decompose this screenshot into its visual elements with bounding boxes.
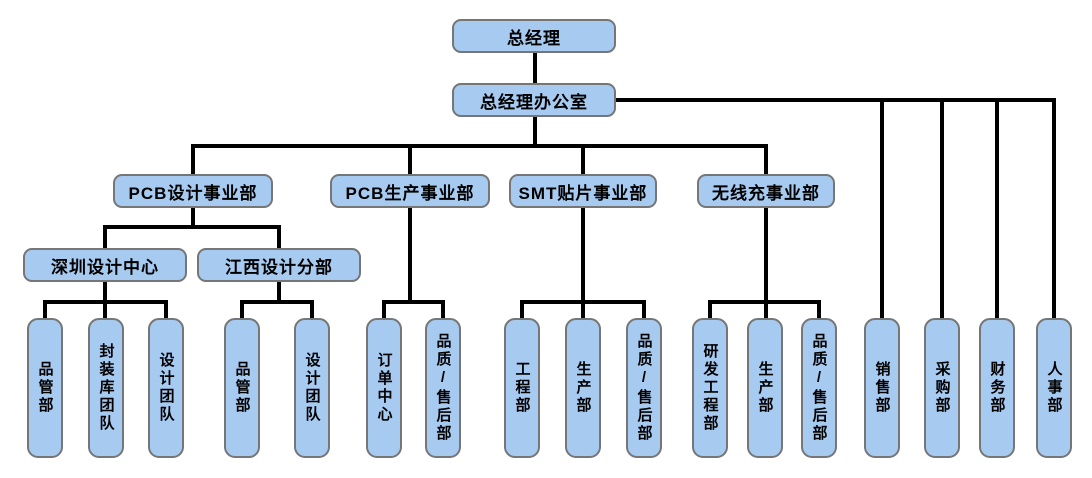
connector-line bbox=[708, 300, 821, 304]
node-pcb-production-bu: PCB生产事业部 bbox=[330, 174, 490, 208]
connector-line bbox=[103, 225, 281, 229]
connector-line bbox=[191, 144, 195, 174]
connector-line bbox=[520, 300, 524, 318]
connector-line bbox=[615, 98, 1056, 102]
node-label: 无线充事业部 bbox=[712, 183, 820, 203]
node-label: 品质/售后部 bbox=[810, 333, 828, 443]
node-smt-bu: SMT贴片事业部 bbox=[509, 174, 657, 208]
connector-line bbox=[43, 300, 168, 304]
connector-line bbox=[581, 208, 585, 318]
node-label: 工程部 bbox=[513, 361, 531, 415]
connector-line bbox=[43, 300, 47, 318]
connector-line bbox=[533, 117, 537, 148]
node-jx-quality-dept: 品管部 bbox=[224, 318, 260, 458]
node-wireless-charging-bu: 无线充事业部 bbox=[697, 174, 835, 208]
connector-line bbox=[1052, 98, 1056, 318]
node-label: 设计团队 bbox=[157, 352, 175, 424]
node-label: 订单中心 bbox=[375, 352, 393, 424]
node-label: 品管部 bbox=[36, 361, 54, 415]
node-general-manager: 总经理 bbox=[452, 19, 616, 53]
node-jx-design-team: 设计团队 bbox=[294, 318, 330, 458]
connector-line bbox=[240, 300, 314, 304]
node-label: 设计团队 bbox=[303, 352, 321, 424]
node-label: 江西设计分部 bbox=[225, 257, 333, 277]
node-smt-engineering-dept: 工程部 bbox=[504, 318, 540, 458]
connector-line bbox=[164, 300, 168, 318]
node-sz-quality-dept: 品管部 bbox=[27, 318, 63, 458]
node-gm-office: 总经理办公室 bbox=[452, 83, 616, 117]
node-smt-quality-aftersales-dept: 品质/售后部 bbox=[626, 318, 662, 458]
connector-line bbox=[764, 144, 768, 174]
connector-line bbox=[191, 144, 768, 148]
node-label: 品质/售后部 bbox=[434, 333, 452, 443]
connector-line bbox=[408, 208, 412, 304]
node-label: PCB设计事业部 bbox=[128, 183, 258, 203]
node-label: 总经理 bbox=[507, 28, 561, 48]
connector-line bbox=[708, 300, 712, 318]
node-sales-dept: 销售部 bbox=[864, 318, 900, 458]
connector-line bbox=[764, 208, 768, 318]
node-wl-production-dept: 生产部 bbox=[747, 318, 783, 458]
node-label: 采购部 bbox=[933, 361, 951, 415]
connector-line bbox=[995, 98, 999, 318]
node-jiangxi-design-branch: 江西设计分部 bbox=[197, 248, 361, 282]
node-label: 总经理办公室 bbox=[480, 92, 588, 112]
node-finance-dept: 财务部 bbox=[979, 318, 1015, 458]
node-label: 封装库团队 bbox=[97, 343, 115, 433]
connector-line bbox=[581, 144, 585, 174]
connector-line bbox=[408, 144, 412, 174]
node-label: 生产部 bbox=[756, 361, 774, 415]
connector-line bbox=[642, 300, 646, 318]
connector-line bbox=[310, 300, 314, 318]
connector-line bbox=[520, 300, 646, 304]
node-label: 财务部 bbox=[988, 361, 1006, 415]
connector-line bbox=[103, 225, 107, 248]
node-label: 深圳设计中心 bbox=[51, 257, 159, 277]
node-label: 生产部 bbox=[574, 361, 592, 415]
node-sz-package-library-team: 封装库团队 bbox=[88, 318, 124, 458]
node-label: PCB生产事业部 bbox=[345, 183, 475, 203]
node-label: 品质/售后部 bbox=[635, 333, 653, 443]
node-label: SMT贴片事业部 bbox=[518, 183, 648, 203]
connector-line bbox=[277, 282, 281, 304]
connector-line bbox=[277, 225, 281, 248]
node-shenzhen-design-center: 深圳设计中心 bbox=[23, 248, 187, 282]
node-hr-dept: 人事部 bbox=[1036, 318, 1072, 458]
node-purchasing-dept: 采购部 bbox=[924, 318, 960, 458]
node-wl-quality-aftersales-dept: 品质/售后部 bbox=[801, 318, 837, 458]
connector-line bbox=[441, 300, 445, 318]
connector-line bbox=[940, 98, 944, 318]
connector-line bbox=[382, 300, 445, 304]
node-label: 人事部 bbox=[1045, 361, 1063, 415]
node-label: 销售部 bbox=[873, 361, 891, 415]
connector-line bbox=[382, 300, 386, 318]
node-smt-production-dept: 生产部 bbox=[565, 318, 601, 458]
node-label: 品管部 bbox=[233, 361, 251, 415]
connector-line bbox=[880, 98, 884, 318]
connector-line bbox=[240, 300, 244, 318]
node-pcbprod-quality-aftersales-dept: 品质/售后部 bbox=[425, 318, 461, 458]
node-wl-rd-engineering-dept: 研发工程部 bbox=[692, 318, 728, 458]
node-sz-design-team: 设计团队 bbox=[148, 318, 184, 458]
connector-line bbox=[533, 53, 537, 83]
node-pcb-design-bu: PCB设计事业部 bbox=[113, 174, 273, 208]
node-order-center: 订单中心 bbox=[366, 318, 402, 458]
node-label: 研发工程部 bbox=[701, 343, 719, 433]
connector-line bbox=[817, 300, 821, 318]
connector-line bbox=[191, 208, 195, 227]
